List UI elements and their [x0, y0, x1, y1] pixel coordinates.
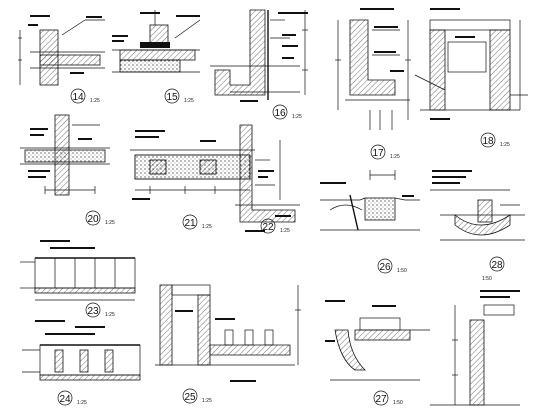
detail-15-number: 15 — [166, 92, 178, 103]
detail-16-scale: 1:25 — [292, 114, 302, 120]
column-section-drawing — [430, 290, 520, 406]
detail-18-number: 18 — [482, 136, 494, 147]
detail-26-number: 26 — [379, 262, 391, 273]
detail-28-scale: 1:50 — [482, 276, 492, 282]
detail-21-scale: 1:25 — [202, 224, 212, 230]
detail-27-number: 27 — [375, 394, 387, 405]
detail-15-drawing — [112, 10, 201, 73]
detail-22-number: 22 — [262, 222, 274, 233]
detail-26-drawing — [320, 170, 420, 231]
detail-28-number: 28 — [491, 260, 503, 271]
detail-18-drawing — [405, 8, 528, 120]
detail-25-number: 25 — [184, 392, 196, 403]
detail-17-drawing — [335, 8, 410, 130]
detail-25-drawing — [155, 284, 301, 382]
detail-14-number: 14 — [72, 92, 84, 103]
detail-22-scale: 1:25 — [280, 228, 290, 234]
detail-23-number: 23 — [87, 306, 99, 317]
detail-23-drawing — [20, 240, 136, 301]
detail-14-scale: 1:25 — [90, 98, 100, 104]
detail-24-scale: 1:25 — [77, 400, 87, 406]
detail-14-drawing — [18, 15, 105, 86]
detail-24-drawing — [22, 320, 141, 381]
detail-15-scale: 1:25 — [184, 98, 194, 104]
detail-labels: 14 1:25 15 1:25 16 1:25 17 1:25 18 1:25 … — [57, 88, 510, 406]
detail-28-drawing — [430, 170, 525, 241]
detail-16-drawing — [210, 9, 308, 102]
detail-23-scale: 1:25 — [105, 312, 115, 318]
detail-18-scale: 1:25 — [500, 142, 510, 148]
detail-27-scale: 1:50 — [393, 400, 403, 406]
detail-26-scale: 1:50 — [397, 268, 407, 274]
detail-16-number: 16 — [274, 108, 286, 119]
detail-21-number: 21 — [184, 218, 196, 229]
detail-25-scale: 1:25 — [202, 398, 212, 404]
detail-24-number: 24 — [59, 394, 71, 405]
detail-20-drawing — [20, 114, 110, 196]
detail-27-drawing — [325, 300, 430, 381]
detail-17-scale: 1:25 — [390, 154, 400, 160]
detail-20-number: 20 — [87, 214, 99, 225]
detail-21-drawing — [130, 130, 255, 200]
detail-17-number: 17 — [372, 148, 384, 159]
detail-22-drawing — [235, 124, 300, 232]
detail-20-scale: 1:25 — [105, 220, 115, 226]
